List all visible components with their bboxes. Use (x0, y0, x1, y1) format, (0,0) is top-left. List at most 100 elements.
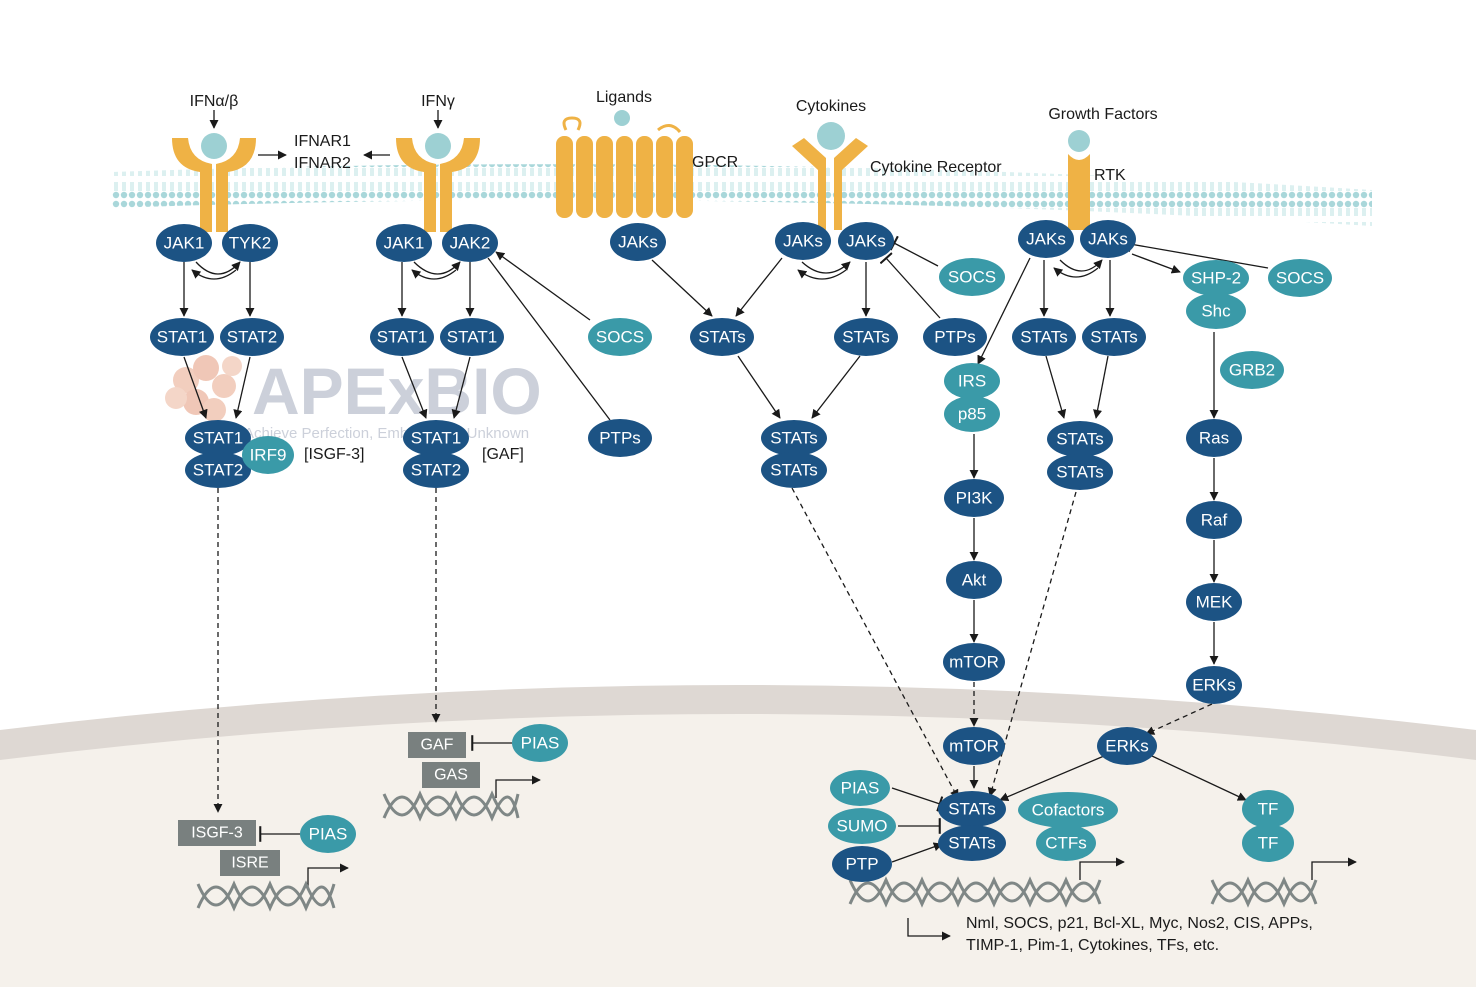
box-isgf3: ISGF-3 (178, 820, 256, 846)
node-shape (1186, 293, 1246, 329)
node-label: SOCS (596, 328, 644, 347)
node-label: STAT1 (157, 328, 207, 347)
growth-factor-ligand (1068, 130, 1090, 152)
node-jak1-b: JAK1 (376, 224, 432, 262)
node-shape (1242, 790, 1294, 828)
node-stat1-b1: STAT1 (370, 318, 434, 356)
label-isgf3-bracket: [ISGF-3] (304, 446, 364, 463)
node-shape (242, 436, 294, 474)
node-mtor1: mTOR (943, 643, 1005, 681)
node-label: PIAS (521, 734, 560, 753)
node-shape (185, 452, 251, 488)
box-gaf: GAF (408, 732, 466, 758)
box-isre-label: ISRE (231, 855, 268, 872)
node-label: Ras (1199, 429, 1229, 448)
node-label: PIAS (309, 825, 348, 844)
node-shape (222, 224, 278, 262)
node-stats-c: STATs (834, 318, 898, 356)
node-pias-n: PIAS (830, 770, 890, 806)
dna-stats (848, 876, 1102, 908)
nucleus (0, 714, 1476, 987)
node-sumo: SUMO (828, 808, 896, 844)
node-label: TF (1258, 834, 1279, 853)
node-ptps-b: PTPs (588, 419, 652, 457)
node-label: STATs (1020, 328, 1068, 347)
label-ifn-g: IFNγ (421, 93, 455, 110)
node-label: STAT1 (447, 328, 497, 347)
node-stats-r2: STATs (1082, 318, 1146, 356)
node-socs-c: SOCS (939, 258, 1005, 296)
gpcr-receptor (556, 110, 693, 218)
node-ras: Ras (1186, 419, 1242, 457)
node-shape (830, 770, 890, 806)
node-stat1-c: STAT1 (185, 420, 251, 456)
node-stats-gpcr: STATs (690, 318, 754, 356)
node-jaks-gpcr: JAKs (610, 223, 666, 261)
node-shape (300, 815, 356, 853)
rtk-receptor (1068, 130, 1090, 230)
target-genes-line2: TIMP-1, Pim-1, Cytokines, TFs, etc. (966, 937, 1219, 954)
node-label: GRB2 (1229, 361, 1275, 380)
node-shape (220, 318, 284, 356)
node-shape (1186, 501, 1242, 539)
node-jaks-r1: JAKs (1018, 220, 1074, 258)
node-label: STAT1 (411, 429, 461, 448)
node-shape (1242, 824, 1294, 862)
node-label: STATs (1090, 328, 1138, 347)
node-pias-gaf: PIAS (512, 724, 568, 762)
node-label: SHP-2 (1191, 269, 1241, 288)
node-stats-m1: STATs (761, 420, 827, 456)
dna-isre (196, 880, 336, 912)
node-shp2: SHP-2 (1183, 260, 1249, 296)
label-cytokine-receptor: Cytokine Receptor (870, 159, 1002, 176)
node-ctfs: CTFs (1036, 825, 1096, 861)
node-shape (1036, 825, 1096, 861)
node-stat2-c: STAT2 (185, 452, 251, 488)
node-label: PTP (845, 855, 878, 874)
box-gas-label: GAS (434, 767, 468, 784)
node-label: PTPs (599, 429, 641, 448)
label-ligands: Ligands (596, 89, 652, 106)
node-mek: MEK (1186, 583, 1242, 621)
node-stat2-d: STAT2 (403, 452, 469, 488)
node-shape (1268, 259, 1332, 297)
node-shape (761, 420, 827, 456)
node-label: Raf (1201, 511, 1228, 530)
node-label: PIAS (841, 779, 880, 798)
watermark-brand: APExBIO (252, 354, 542, 428)
node-label: STATs (948, 834, 996, 853)
label-gaf-bracket: [GAF] (482, 446, 524, 463)
node-shape (828, 808, 896, 844)
watermark-tagline: Achieve Perfection, Embrace the Unknown (244, 425, 529, 442)
node-shape (943, 643, 1005, 681)
node-cofactors: Cofactors (1018, 792, 1118, 828)
ifn-g-ligand (425, 133, 451, 159)
node-label: TF (1258, 800, 1279, 819)
node-stat1-d: STAT1 (403, 420, 469, 456)
node-shape (1047, 454, 1113, 490)
node-label: ERKs (1105, 737, 1148, 756)
node-shape (370, 318, 434, 356)
node-shc: Shc (1186, 293, 1246, 329)
node-irs: IRS (944, 363, 1000, 399)
node-shape (185, 420, 251, 456)
dna-tf (1210, 876, 1318, 908)
node-label: STATs (1056, 463, 1104, 482)
node-label: MEK (1196, 593, 1234, 612)
box-gaf-label: GAF (421, 737, 454, 754)
node-shape (1186, 583, 1242, 621)
node-shape (944, 396, 1000, 432)
node-label: PTPs (934, 328, 976, 347)
node-label: STAT2 (227, 328, 277, 347)
node-label: mTOR (949, 737, 999, 756)
node-irf9: IRF9 (242, 436, 294, 474)
node-label: JAKs (1088, 230, 1128, 249)
node-pi3k: PI3K (944, 479, 1004, 517)
node-label: IRF9 (250, 446, 287, 465)
node-shape (939, 258, 1005, 296)
node-shape (403, 452, 469, 488)
node-stats-r4: STATs (1047, 454, 1113, 490)
node-socs-b: SOCS (588, 318, 652, 356)
dna-gas (382, 790, 520, 822)
